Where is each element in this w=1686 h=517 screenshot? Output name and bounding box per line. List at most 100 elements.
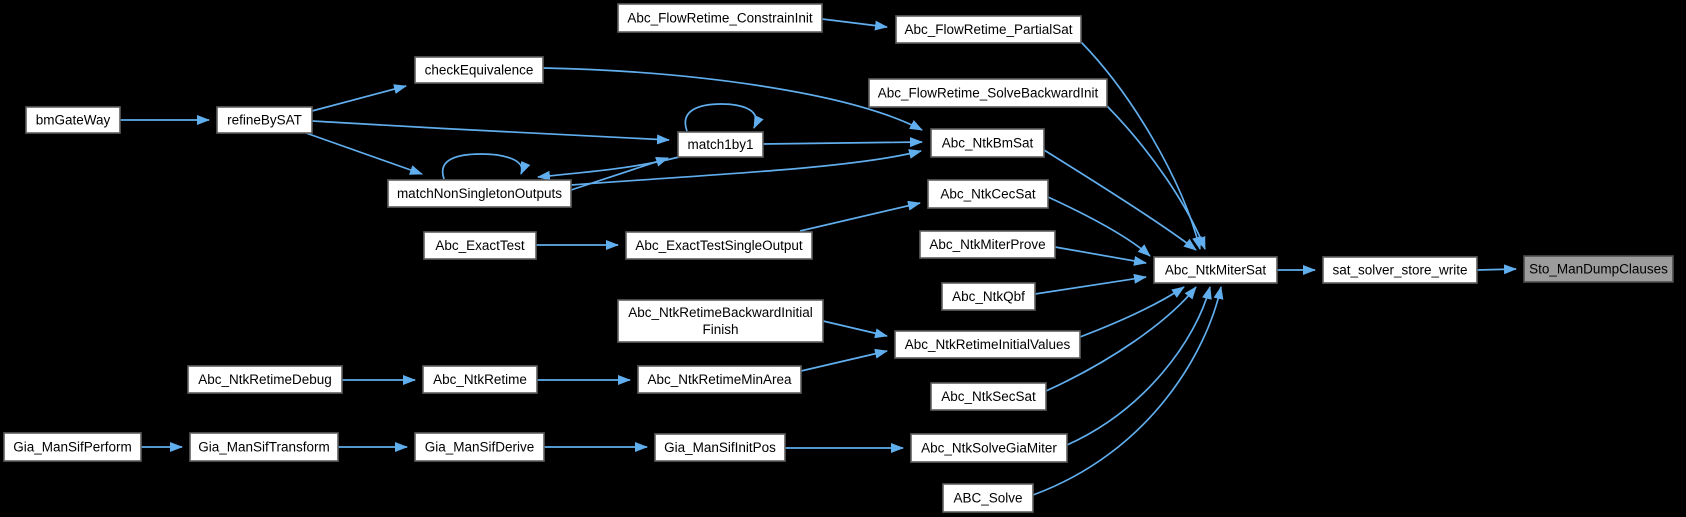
node-Abc_FlowRetime_PartialSat[interactable]: Abc_FlowRetime_PartialSat (895, 15, 1082, 44)
edge-matchNonSingletonOutputs-to-match1by1 (570, 157, 669, 191)
node-box (927, 179, 1049, 209)
node-label: Abc_NtkRetimeMinArea (647, 372, 792, 387)
node-label: Abc_NtkCecSat (940, 187, 1036, 202)
node-box (1322, 256, 1478, 284)
node-box (617, 3, 823, 33)
node-box (941, 282, 1036, 311)
node-label: Abc_NtkQbf (952, 289, 1025, 304)
node-label: Abc_NtkSolveGiaMiter (921, 441, 1057, 456)
node-label: Gia_ManSifInitPos (664, 440, 776, 455)
node-label: bmGateWay (36, 113, 111, 128)
node-box (677, 131, 764, 158)
node-box (625, 231, 813, 260)
node-box (422, 365, 538, 394)
node-match1by1[interactable]: match1by1 (677, 131, 764, 158)
node-box (930, 128, 1045, 158)
node-box (894, 330, 1081, 359)
node-label: Gia_ManSifPerform (13, 440, 132, 455)
node-box (930, 382, 1047, 411)
node-label-line: Abc_NtkRetimeBackwardInitial (628, 305, 813, 320)
node-box (617, 299, 824, 343)
node-box (919, 230, 1056, 259)
node-sat_solver_store_write[interactable]: sat_solver_store_write (1322, 256, 1478, 284)
edge-checkEquivalence-to-Abc_NtkBmSat (542, 67, 923, 131)
node-Abc_NtkMiterSat[interactable]: Abc_NtkMiterSat (1153, 256, 1278, 284)
edge-refineBySAT-to-match1by1 (311, 120, 670, 145)
node-Abc_FlowRetime_ConstrainInit[interactable]: Abc_FlowRetime_ConstrainInit (617, 3, 823, 33)
node-box (414, 432, 545, 462)
edge-Abc_NtkQbf-to-Abc_NtkMiterSat (1034, 273, 1147, 295)
edge-Abc_FlowRetime_ConstrainInit-to-Abc_FlowRetime_PartialSat (821, 18, 888, 31)
node-box (868, 78, 1108, 108)
node-Abc_NtkSecSat[interactable]: Abc_NtkSecSat (930, 382, 1047, 411)
node-label: Abc_NtkRetime (433, 372, 527, 387)
node-box (942, 483, 1034, 513)
node-checkEquivalence[interactable]: checkEquivalence (414, 56, 544, 84)
node-label: Abc_NtkSecSat (941, 389, 1036, 404)
node-Abc_NtkRetimeInitialValues[interactable]: Abc_NtkRetimeInitialValues (894, 330, 1081, 359)
edge-ABC_Solve-to-Abc_NtkMiterSat (1032, 286, 1224, 496)
node-label: Abc_NtkRetimeInitialValues (905, 337, 1071, 352)
node-Abc_NtkCecSat[interactable]: Abc_NtkCecSat (927, 179, 1049, 209)
node-Gia_ManSifDerive[interactable]: Gia_ManSifDerive (414, 432, 545, 462)
node-label: refineBySAT (227, 113, 302, 128)
edge-Abc_NtkRetimeBackwardInitialFinish-to-Abc_NtkRetimeInitialValues (822, 320, 888, 339)
node-Abc_NtkBmSat[interactable]: Abc_NtkBmSat (930, 128, 1045, 158)
node-Abc_ExactTestSingleOutput[interactable]: Abc_ExactTestSingleOutput (625, 231, 813, 260)
node-box (1153, 256, 1278, 284)
node-Abc_NtkRetimeDebug[interactable]: Abc_NtkRetimeDebug (187, 365, 343, 394)
edge-Abc_NtkMiterProve-to-Abc_NtkMiterSat (1054, 246, 1147, 266)
node-label: Abc_FlowRetime_SolveBackwardInit (878, 86, 1099, 101)
node-bmGateWay[interactable]: bmGateWay (25, 106, 121, 134)
node-Abc_NtkQbf[interactable]: Abc_NtkQbf (941, 282, 1036, 311)
node-label: Abc_NtkMiterProve (929, 237, 1045, 252)
node-Abc_NtkSolveGiaMiter[interactable]: Abc_NtkSolveGiaMiter (910, 433, 1068, 463)
node-box (216, 106, 313, 134)
node-Gia_ManSifPerform[interactable]: Gia_ManSifPerform (3, 432, 142, 462)
node-Gia_ManSifTransform[interactable]: Gia_ManSifTransform (189, 432, 339, 462)
edge-refineBySAT-to-matchNonSingletonOutputs (305, 132, 423, 175)
node-box (414, 56, 544, 84)
node-box (25, 106, 121, 134)
node-label: ABC_Solve (953, 491, 1022, 506)
node-label: Abc_ExactTest (435, 238, 525, 253)
node-box (187, 365, 343, 394)
node-label: matchNonSingletonOutputs (397, 186, 562, 201)
node-Abc_NtkRetime[interactable]: Abc_NtkRetime (422, 365, 538, 394)
node-ABC_Solve[interactable]: ABC_Solve (942, 483, 1034, 513)
node-Abc_FlowRetime_SolveBackwardInit[interactable]: Abc_FlowRetime_SolveBackwardInit (868, 78, 1108, 108)
edge-Abc_FlowRetime_SolveBackwardInit-to-Abc_NtkMiterSat (1106, 105, 1206, 250)
node-Gia_ManSifInitPos[interactable]: Gia_ManSifInitPos (654, 433, 786, 462)
edge-matchNonSingletonOutputs-to-matchNonSingletonOutputs (441, 153, 531, 180)
node-label: Gia_ManSifTransform (198, 440, 330, 455)
edge-match1by1-to-Abc_NtkBmSat (762, 137, 923, 148)
node-box-highlighted (1523, 255, 1674, 283)
node-label: Gia_ManSifDerive (425, 440, 535, 455)
node-refineBySAT[interactable]: refineBySAT (216, 106, 313, 134)
node-Abc_NtkMiterProve[interactable]: Abc_NtkMiterProve (919, 230, 1056, 259)
node-box (3, 432, 142, 462)
node-label: match1by1 (687, 137, 753, 152)
node-label: checkEquivalence (425, 63, 534, 78)
node-label: Sto_ManDumpClauses (1529, 262, 1668, 277)
node-box (387, 179, 572, 208)
node-box (189, 432, 339, 462)
edge-Abc_NtkBmSat-to-Abc_NtkMiterSat (1043, 149, 1197, 251)
edge-Abc_NtkRetimeInitialValues-to-Abc_NtkMiterSat (1079, 286, 1185, 338)
node-box (637, 365, 802, 394)
node-Sto_ManDumpClauses: Sto_ManDumpClauses (1523, 255, 1674, 283)
node-label: Abc_NtkBmSat (942, 136, 1034, 151)
edge-refineBySAT-to-checkEquivalence (311, 84, 407, 112)
edge-match1by1-to-match1by1 (684, 103, 764, 132)
node-Abc_NtkRetimeMinArea[interactable]: Abc_NtkRetimeMinArea (637, 365, 802, 394)
node-label: Abc_FlowRetime_ConstrainInit (627, 11, 813, 26)
node-matchNonSingletonOutputs[interactable]: matchNonSingletonOutputs (387, 179, 572, 208)
edge-Abc_NtkCecSat-to-Abc_NtkMiterSat (1047, 196, 1151, 257)
node-box (654, 433, 786, 462)
node-Abc_ExactTest[interactable]: Abc_ExactTest (423, 231, 537, 260)
edge-Abc_ExactTestSingleOutput-to-Abc_NtkCecSat (799, 200, 921, 232)
